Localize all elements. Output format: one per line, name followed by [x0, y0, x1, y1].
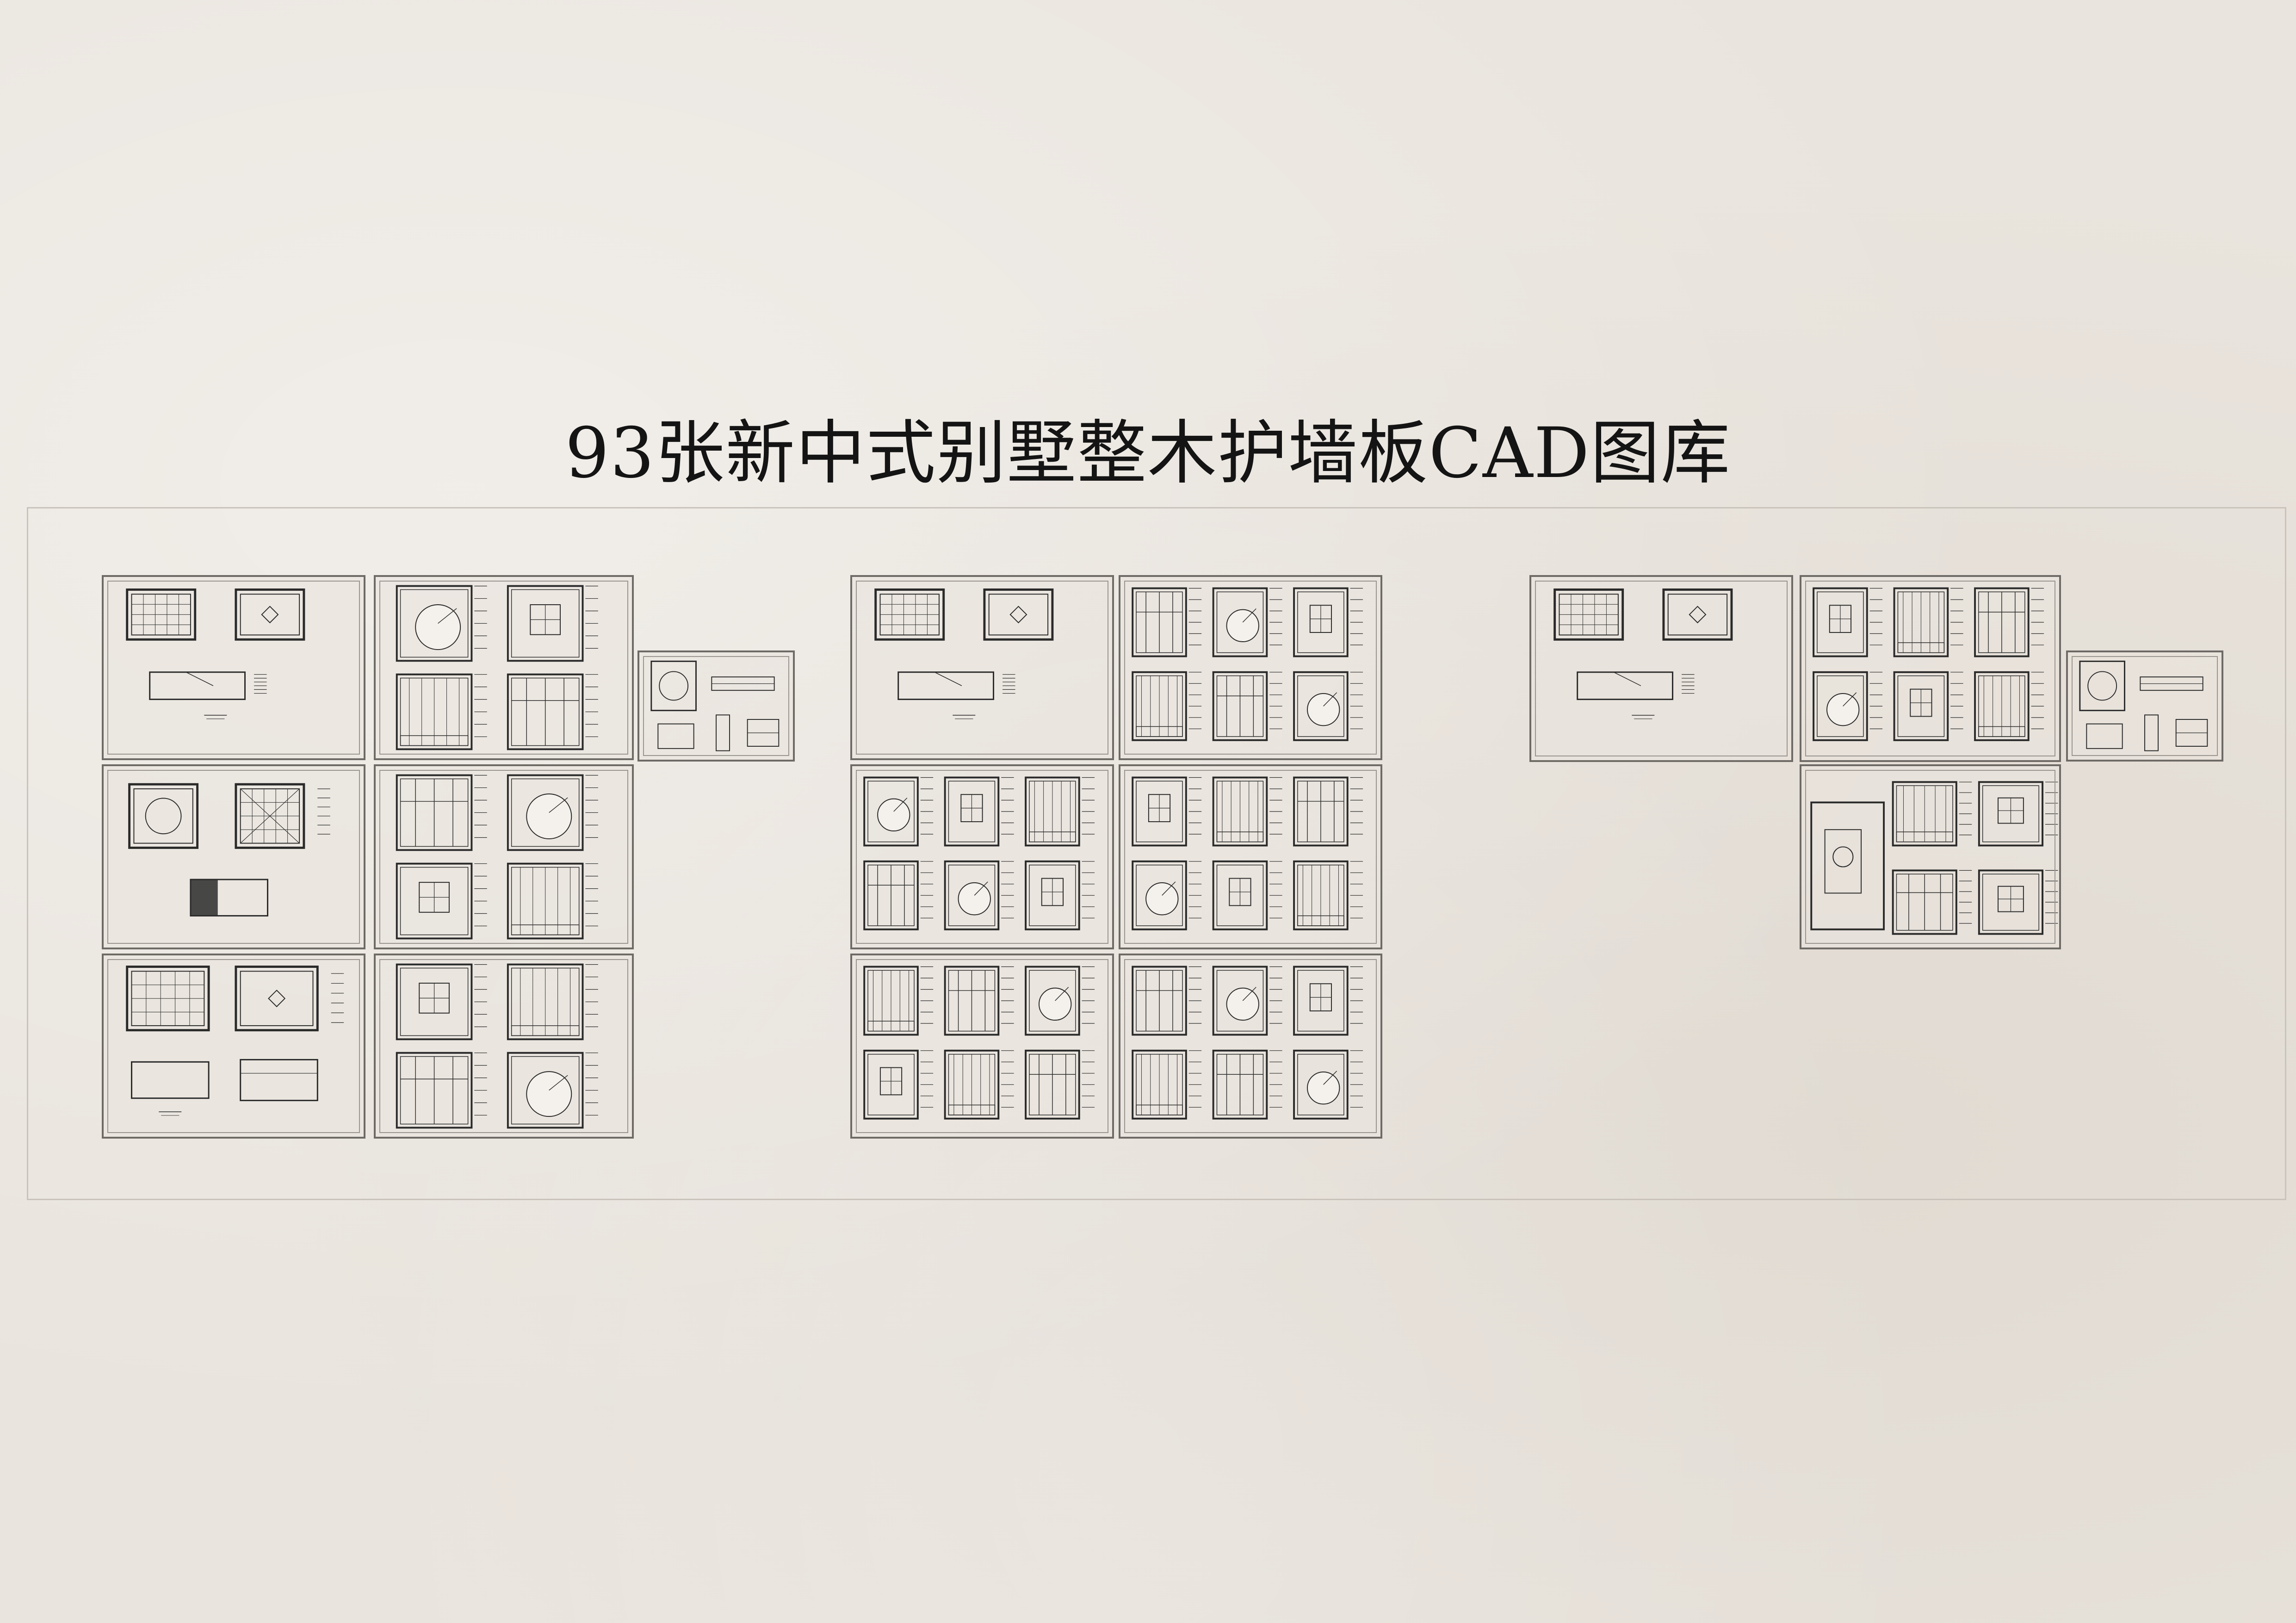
sheet-drawing	[650, 660, 780, 751]
page-title: 93张新中式别墅整木护墙板CAD图库	[565, 413, 1731, 494]
cad-sheet	[102, 575, 365, 760]
sheet-drawing	[1813, 587, 2044, 741]
cad-sheet	[1119, 954, 1382, 1139]
sheet-drawing	[396, 963, 598, 1129]
sheet-drawing	[1132, 587, 1363, 741]
cad-sheet	[102, 764, 365, 949]
cad-sheet	[850, 954, 1114, 1139]
sheet-drawing	[396, 774, 598, 940]
sheet-drawing	[396, 585, 598, 750]
cad-sheet	[374, 954, 634, 1139]
cad-sheet	[1800, 575, 2061, 762]
drawing-frame	[27, 507, 2286, 1200]
sheet-drawing	[128, 783, 330, 917]
cad-sheet	[850, 764, 1114, 949]
sheet-drawing	[874, 588, 1054, 719]
cad-sheet	[1529, 575, 1793, 762]
sheet-drawing	[1810, 781, 2058, 935]
cad-sheet	[1119, 575, 1382, 760]
sheet-drawing	[126, 588, 305, 719]
cad-sheet	[1119, 764, 1382, 949]
sheet-drawing	[126, 966, 344, 1116]
sheet-drawing	[863, 776, 1095, 930]
sheet-drawing	[1553, 588, 1733, 719]
cad-sheet	[637, 650, 795, 762]
cad-sheet	[1800, 764, 2061, 949]
cad-sheet	[374, 575, 634, 760]
cad-sheet	[374, 764, 634, 949]
cad-sheet	[2066, 650, 2223, 762]
cad-sheet	[102, 954, 365, 1139]
sheet-drawing	[1132, 966, 1363, 1120]
sheet-drawing	[863, 966, 1095, 1120]
sheet-drawing	[1132, 776, 1363, 930]
sheet-drawing	[2079, 660, 2208, 751]
cad-sheet	[850, 575, 1114, 760]
